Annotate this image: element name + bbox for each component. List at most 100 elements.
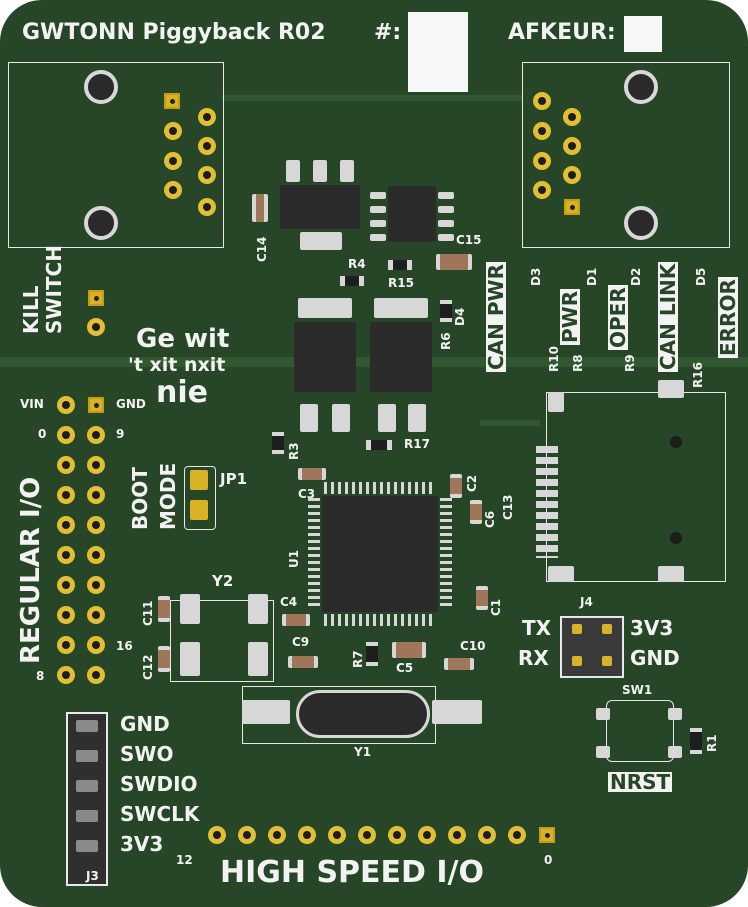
- microcontroller-u1: [322, 496, 438, 612]
- pad: [87, 666, 105, 684]
- ref-jp1: JP1: [220, 470, 248, 488]
- crystal-pad: [180, 642, 200, 676]
- pad: [198, 198, 216, 216]
- fet-pin: [332, 404, 350, 432]
- ref-r3: R3: [287, 442, 301, 460]
- pad: [533, 181, 551, 199]
- ref-c13: C13: [501, 494, 515, 520]
- ic-pin: [370, 206, 386, 213]
- pad: [87, 636, 105, 654]
- pad: [57, 546, 75, 564]
- capacitor: [298, 468, 326, 480]
- pad: [533, 122, 551, 140]
- io-label-0: 0: [38, 427, 47, 441]
- mounting-hole: [84, 206, 118, 240]
- swd-pin: [76, 810, 98, 822]
- uart-header: [560, 616, 624, 678]
- crystal-pad: [248, 642, 268, 676]
- uart-pin: [602, 624, 612, 634]
- boot-mode-line-2: MODE: [156, 462, 180, 530]
- mount-dot: [670, 532, 682, 544]
- ref-y2: Y2: [212, 572, 234, 590]
- led-label-can-link: CAN LINK: [656, 261, 680, 372]
- ref-c11: C11: [141, 600, 155, 626]
- rj-connector-left: [8, 62, 224, 248]
- capacitor: [282, 614, 310, 626]
- resistor: [272, 432, 284, 454]
- regular-io-label: REGULAR I/O: [16, 476, 46, 664]
- ref-j3: J3: [86, 869, 99, 883]
- pad: [87, 546, 105, 564]
- swd-label-swo: SWO: [120, 742, 174, 766]
- pad: [57, 606, 75, 624]
- pad: [87, 456, 105, 474]
- jumper-pad: [190, 470, 208, 490]
- high-speed-io-label: HIGH SPEED I/O: [220, 855, 484, 890]
- pad: [164, 122, 182, 140]
- power-fet: [370, 322, 432, 392]
- fet-tab: [298, 298, 352, 318]
- connector-tab: [548, 566, 574, 582]
- ref-c4: C4: [280, 595, 298, 609]
- trace: [222, 95, 522, 101]
- ref-r8: R8: [571, 354, 585, 372]
- capacitor: [444, 658, 474, 670]
- mcu-pins-bottom: [324, 614, 436, 626]
- pad: [198, 137, 216, 155]
- ic-pin: [370, 192, 386, 199]
- regulator-pin: [313, 160, 327, 182]
- fet-pin: [300, 404, 318, 432]
- capacitor: [450, 474, 462, 498]
- uart-3v3-label: 3V3: [630, 616, 674, 640]
- ref-d4: D4: [453, 307, 467, 326]
- pad: [508, 826, 526, 844]
- ref-c2: C2: [465, 474, 479, 492]
- mount-dot: [670, 436, 682, 448]
- reject-field: [624, 16, 662, 52]
- uart-pin: [602, 656, 612, 666]
- ref-c10: C10: [460, 639, 486, 653]
- capacitor: [470, 500, 482, 524]
- pad: [57, 636, 75, 654]
- reset-switch-sw1[interactable]: [606, 700, 674, 762]
- pad: [87, 486, 105, 504]
- capacitor: [158, 646, 170, 672]
- led-label-error: ERROR: [716, 277, 740, 358]
- logo-line-3: nie: [156, 375, 208, 410]
- pad: [268, 826, 286, 844]
- pad: [57, 456, 75, 474]
- pad: [57, 516, 75, 534]
- serial-label: #:: [374, 20, 402, 45]
- reject-label: AFKEUR:: [508, 20, 616, 45]
- pad: [87, 318, 105, 336]
- trace: [480, 420, 540, 426]
- io-label-16: 16: [116, 639, 133, 653]
- connector-tab: [658, 566, 684, 582]
- io-label-vin: VIN: [20, 397, 44, 411]
- ref-d5: D5: [694, 267, 708, 286]
- regulator-pin: [286, 160, 300, 182]
- ref-c1: C1: [489, 598, 503, 616]
- pad: [563, 108, 581, 126]
- kill-switch-label: KILL: [19, 254, 43, 334]
- capacitor: [476, 586, 488, 610]
- kill-switch-label-2: SWITCH: [42, 245, 66, 334]
- pad: [238, 826, 256, 844]
- crystal-lead: [432, 700, 482, 724]
- power-fet: [294, 322, 356, 392]
- ic-pin: [438, 234, 454, 241]
- board-title: GWTONN Piggyback R02: [22, 20, 326, 45]
- ref-c3: C3: [298, 487, 316, 501]
- swd-pin: [76, 840, 98, 852]
- swd-label-swclk: SWCLK: [120, 802, 200, 826]
- pad: [87, 606, 105, 624]
- capacitor: [252, 194, 268, 222]
- connector-pins: [536, 446, 558, 558]
- transceiver-ic: [388, 186, 436, 242]
- pad: [164, 93, 180, 109]
- io-label-9: 9: [116, 427, 125, 441]
- resistor: [340, 276, 364, 286]
- pad: [448, 826, 466, 844]
- pad: [358, 826, 376, 844]
